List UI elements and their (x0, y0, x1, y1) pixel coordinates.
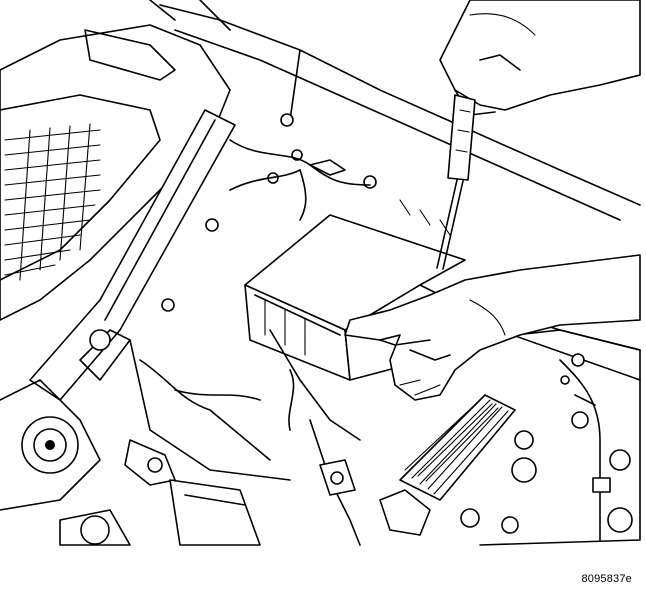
figure-id-label: 8095837e (581, 573, 632, 585)
wiring-harness (229, 139, 371, 221)
engine-compartment-illustration (0, 0, 641, 546)
right-panel (460, 329, 641, 546)
ribbed-connector (379, 394, 516, 536)
lower-hand-on-box (344, 254, 641, 401)
lower-bracket (129, 329, 361, 546)
left-lower-components (0, 329, 131, 546)
upper-hand-with-screwdriver (436, 0, 641, 270)
center-connectors (124, 439, 356, 546)
